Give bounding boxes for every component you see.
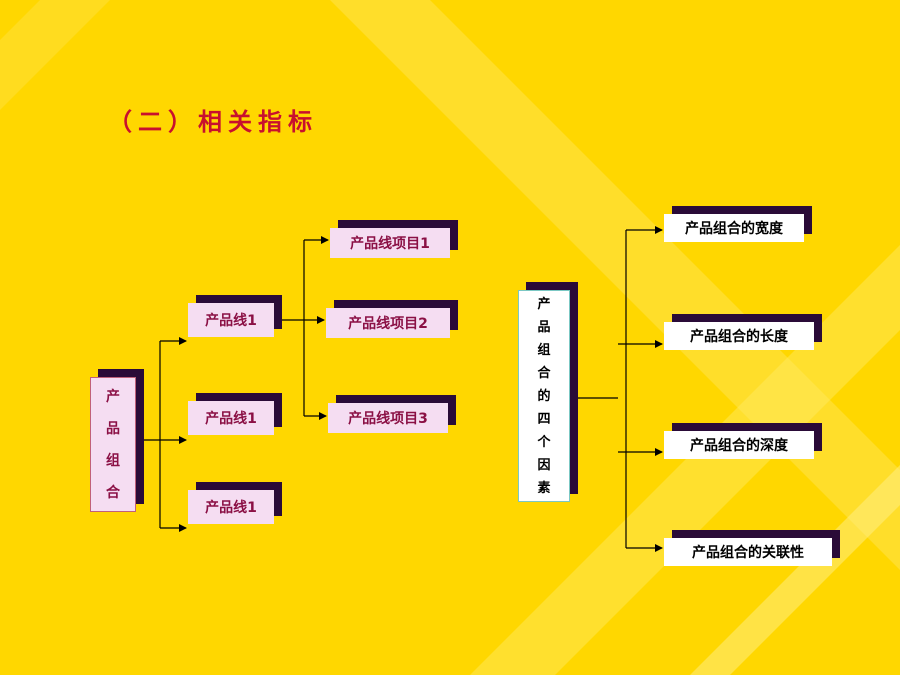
root-char: 组: [106, 452, 120, 469]
factor-box-length: 产品组合的长度: [664, 322, 814, 350]
root-char: 品: [106, 420, 120, 437]
product-line-box-1: 产品线1: [188, 303, 274, 337]
factor-root-char: 四: [537, 411, 551, 427]
product-line-box-3: 产品线1: [188, 490, 274, 524]
factor-root-char: 合: [537, 365, 551, 381]
product-mix-root-box: 产 品 组 合: [90, 377, 136, 512]
product-line-item-box-1: 产品线项目1: [330, 228, 450, 258]
factor-root-char: 的: [537, 388, 551, 404]
root-char: 产: [106, 388, 120, 405]
product-line-item-box-2: 产品线项目2: [326, 308, 450, 338]
page-title: （二）相关指标: [108, 108, 318, 136]
factor-root-char: 素: [537, 480, 551, 496]
root-char: 合: [106, 484, 120, 501]
product-line-box-2: 产品线1: [188, 401, 274, 435]
factor-box-relevance: 产品组合的关联性: [664, 538, 832, 566]
factor-box-depth: 产品组合的深度: [664, 431, 814, 459]
factor-root-char: 产: [537, 296, 551, 312]
factor-root-char: 品: [537, 319, 551, 335]
factor-root-char: 个: [537, 434, 551, 450]
factor-root-char: 组: [537, 342, 551, 358]
product-line-item-box-3: 产品线项目3: [328, 403, 448, 433]
factor-root-char: 因: [537, 457, 551, 473]
factor-box-width: 产品组合的宽度: [664, 214, 804, 242]
four-factors-root-box: 产 品 组 合 的 四 个 因 素: [518, 290, 570, 502]
